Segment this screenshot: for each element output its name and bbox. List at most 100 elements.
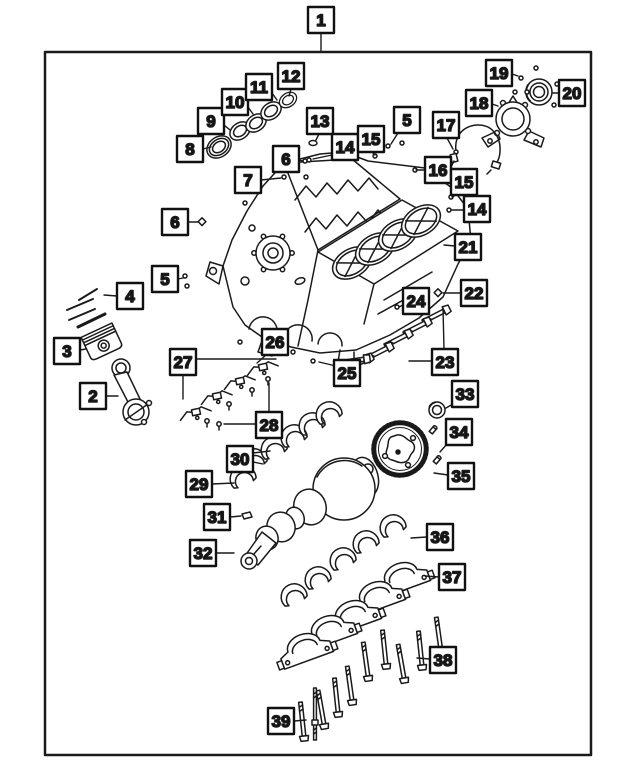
callout-27[interactable]: 27 <box>168 347 198 377</box>
callout-number: 6 <box>281 150 290 169</box>
callout-number: 35 <box>452 467 471 486</box>
camshaft-bore-boss <box>251 233 295 273</box>
callout-number: 6 <box>170 213 179 232</box>
piston <box>80 322 123 361</box>
callout-number: 34 <box>450 423 469 442</box>
callout-36[interactable]: 36 <box>425 522 455 552</box>
callout-number: 5 <box>402 111 411 130</box>
callout-7[interactable]: 7 <box>233 165 263 195</box>
callout-number: 21 <box>459 238 478 257</box>
callout-number: 39 <box>272 712 291 731</box>
callout-19[interactable]: 19 <box>484 58 514 88</box>
callout-17[interactable]: 17 <box>431 110 461 140</box>
callout-1[interactable]: 1 <box>306 5 336 35</box>
diagram-frame <box>43 50 593 757</box>
callout-14[interactable]: 14 <box>330 132 360 162</box>
callout-21[interactable]: 21 <box>453 232 483 262</box>
callout-5[interactable]: 5 <box>392 105 422 135</box>
crankshaft <box>240 456 380 570</box>
callout-14[interactable]: 14 <box>462 194 492 224</box>
callout-6[interactable]: 6 <box>160 207 190 237</box>
callout-4[interactable]: 4 <box>115 281 145 311</box>
callout-13[interactable]: 13 <box>305 106 335 136</box>
callout-35[interactable]: 35 <box>446 461 476 491</box>
callout-24[interactable]: 24 <box>401 286 431 316</box>
callout-number: 5 <box>160 270 169 289</box>
callout-number: 15 <box>455 173 474 192</box>
callout-number: 33 <box>456 385 475 404</box>
callout-2[interactable]: 2 <box>78 381 108 411</box>
callout-number: 28 <box>260 416 279 435</box>
callout-20[interactable]: 20 <box>557 78 587 108</box>
crankshaft-key <box>241 511 253 520</box>
callout-26[interactable]: 26 <box>260 327 290 357</box>
callout-31[interactable]: 31 <box>202 502 232 532</box>
callout-39[interactable]: 39 <box>266 706 296 736</box>
callout-15[interactable]: 15 <box>449 167 479 197</box>
callout-number: 30 <box>231 450 250 469</box>
callout-37[interactable]: 37 <box>437 562 467 592</box>
callout-number: 16 <box>429 161 448 180</box>
connecting-rod <box>111 358 153 426</box>
camshaft-bearings <box>206 88 301 159</box>
callout-5[interactable]: 5 <box>150 264 180 294</box>
callout-number: 3 <box>62 342 71 361</box>
callout-number: 23 <box>436 353 455 372</box>
callout-28[interactable]: 28 <box>254 410 284 440</box>
callout-23[interactable]: 23 <box>430 347 460 377</box>
crankshaft-rear-seal <box>525 78 553 106</box>
callout-number: 1 <box>316 11 325 30</box>
callout-number: 15 <box>362 130 381 149</box>
callout-33[interactable]: 33 <box>450 379 480 409</box>
callout-number: 9 <box>206 112 215 131</box>
engine-block <box>205 151 472 363</box>
callout-number: 27 <box>174 353 193 372</box>
callout-number: 17 <box>437 116 456 135</box>
callout-number: 10 <box>226 93 245 112</box>
callout-number: 13 <box>311 112 330 131</box>
callout-number: 11 <box>250 78 268 97</box>
callout-18[interactable]: 18 <box>464 88 494 118</box>
callout-10[interactable]: 10 <box>220 87 250 117</box>
callout-32[interactable]: 32 <box>188 538 218 568</box>
callout-leader-lines <box>79 32 560 722</box>
callout-number: 31 <box>208 508 227 527</box>
piston-rings <box>66 288 107 329</box>
dowel-pin <box>428 424 439 435</box>
callout-3[interactable]: 3 <box>52 336 82 366</box>
callout-8[interactable]: 8 <box>175 134 205 164</box>
callout-number: 12 <box>282 67 301 86</box>
tone-wheel <box>371 420 429 478</box>
dowel-pin <box>432 454 443 465</box>
callout-number: 38 <box>434 651 453 670</box>
callout-number: 19 <box>490 64 509 83</box>
callout-number: 18 <box>470 94 489 113</box>
callout-number: 32 <box>194 544 213 563</box>
callout-9[interactable]: 9 <box>196 106 226 136</box>
callout-15[interactable]: 15 <box>356 124 386 154</box>
callout-11[interactable]: 11 <box>244 72 274 102</box>
pilot-bushing <box>428 401 446 419</box>
callout-number: 7 <box>243 171 252 190</box>
callout-22[interactable]: 22 <box>459 278 489 308</box>
callout-number: 29 <box>190 475 209 494</box>
callout-number: 14 <box>468 200 487 219</box>
callout-number: 4 <box>125 287 135 306</box>
callout-number: 36 <box>431 528 450 547</box>
callout-number: 37 <box>443 568 462 587</box>
callout-38[interactable]: 38 <box>428 645 458 675</box>
callout-6[interactable]: 6 <box>271 144 301 174</box>
callout-number: 24 <box>407 292 426 311</box>
callout-25[interactable]: 25 <box>332 358 362 388</box>
callout-29[interactable]: 29 <box>184 469 214 499</box>
callout-12[interactable]: 12 <box>276 61 306 91</box>
callout-34[interactable]: 34 <box>444 417 474 447</box>
main-bearing-caps <box>269 552 436 672</box>
oil-sensor-wire <box>453 124 502 175</box>
callout-number: 25 <box>338 364 357 383</box>
callout-30[interactable]: 30 <box>225 444 255 474</box>
callout-16[interactable]: 16 <box>423 155 453 185</box>
